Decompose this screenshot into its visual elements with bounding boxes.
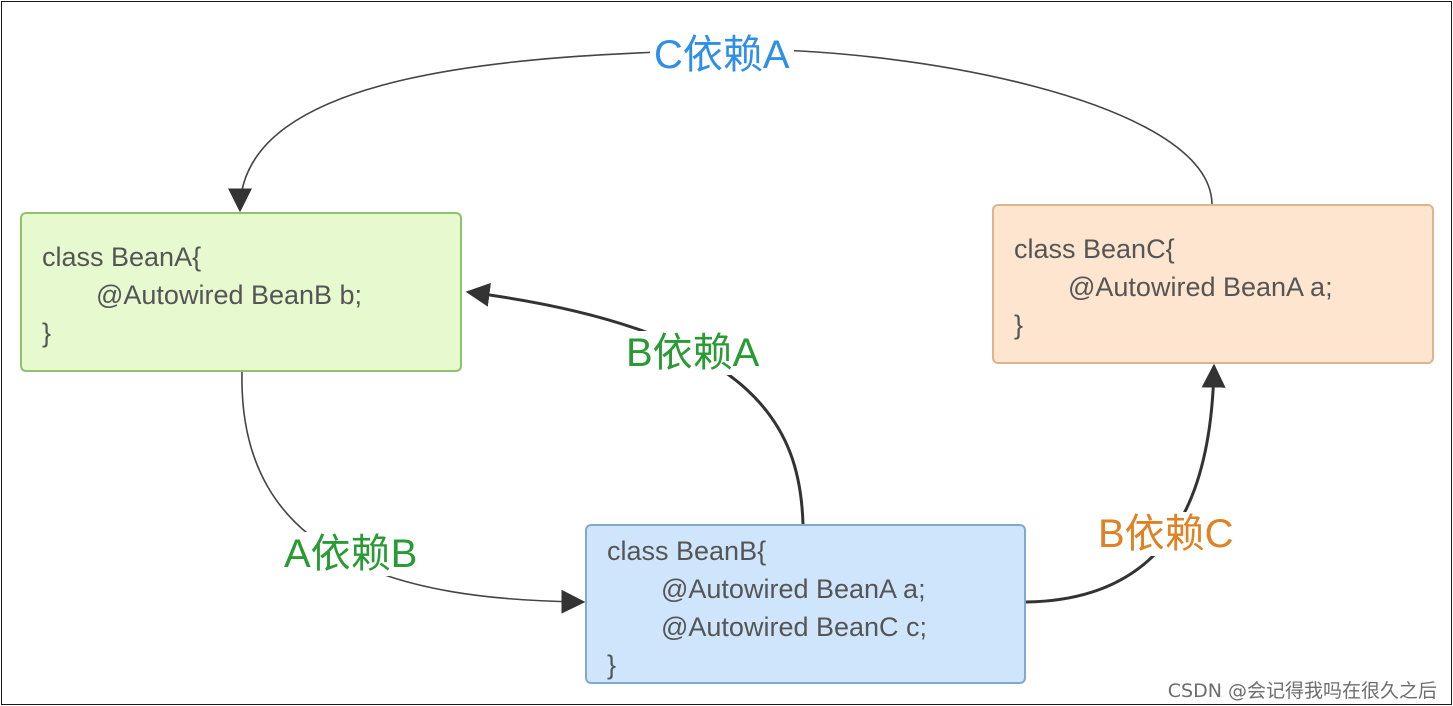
bean-a-node: class BeanA{ @Autowired BeanB b; }	[20, 212, 462, 372]
bean-b-line-4: }	[607, 650, 617, 680]
edge-label-c-depends-a: C依赖A	[650, 33, 794, 77]
bean-b-line-3: @Autowired BeanC c;	[661, 612, 928, 642]
edge-label-a-depends-b: A依赖B	[280, 532, 422, 576]
bean-c-line-1: class BeanC{	[1014, 234, 1175, 264]
edge-label-b-depends-c: B依赖C	[1094, 512, 1238, 556]
bean-b-line-2: @Autowired BeanA a;	[661, 574, 926, 604]
edge-label-b-depends-a: B依赖A	[622, 331, 764, 375]
bean-b-line-1: class BeanB{	[607, 536, 767, 566]
bean-b-node: class BeanB{ @Autowired BeanA a; @Autowi…	[585, 524, 1026, 684]
bean-a-line-3: }	[42, 318, 52, 348]
bean-a-line-1: class BeanA{	[42, 242, 202, 272]
edge-b-to-c	[1025, 363, 1226, 604]
bean-c-line-2: @Autowired BeanA a;	[1068, 272, 1333, 302]
edge-b-to-a	[465, 282, 805, 525]
csdn-watermark: CSDN @会记得我吗在很久之后	[1167, 680, 1437, 702]
bean-a-line-2: @Autowired BeanB b;	[96, 280, 363, 310]
bean-c-node: class BeanC{ @Autowired BeanA a; }	[992, 204, 1434, 364]
bean-c-line-3: }	[1014, 310, 1024, 340]
